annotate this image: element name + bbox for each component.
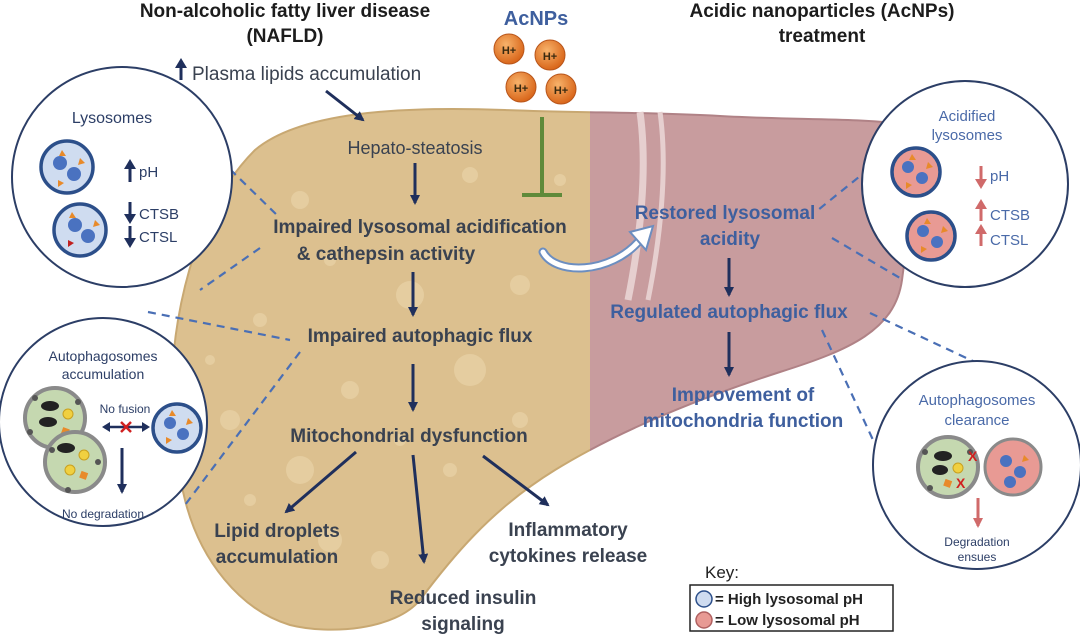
autophagosomes-clearance-panel: Autophagosomes clearance X X Degradation… [872,360,1080,570]
lysosome-high-ph [39,139,95,195]
nanoparticle: H+ [545,73,577,105]
inflam-text-1: Inflammatory [508,520,628,541]
impaired-acid-text-2: & cathepsin activity [297,244,476,265]
up-arrow-icon [975,199,987,221]
treatment-title-line1: Acidic nanoparticles (AcNPs) [689,1,954,22]
down-arrow-icon [124,226,136,248]
down-arrow-icon [975,166,987,189]
impaired-flux-text: Impaired autophagic flux [308,326,533,347]
arrow-mito-inflam [482,454,550,507]
key-title: Key: [705,563,739,582]
up-arrow-icon [175,58,187,80]
nanoparticle: H+ [493,33,525,65]
acid-ph-label: pH [990,168,1009,185]
nanoparticle: H+ [534,39,566,71]
up-arrow-icon [975,224,987,246]
treatment-title-line2: treatment [779,26,866,47]
ctsb-label: CTSB [139,206,179,223]
degradation-label-1: Degradation [944,535,1009,549]
acidified-lysosomes-panel: Acidified lysosomes pH CTSB CTSL [861,80,1069,288]
nafld-title-line1: Non-alcoholic fatty liver disease [140,1,430,22]
liver-illustration [170,107,912,631]
auto-left-title-1: Autophagosomes [49,348,158,364]
fat-droplets [205,167,566,569]
ctsl-label: CTSL [139,229,177,246]
key-box [689,584,894,632]
nafld-title-line2: (NAFLD) [246,26,323,47]
autophagosome [916,435,980,499]
key-low-label: = Low lysosomal pH [715,612,860,629]
no-fusion-arrowhead [142,422,150,432]
improve-text-2: mitochondria function [643,411,844,432]
lysosome-low-ph [905,210,957,262]
acid-ctsb-label: CTSB [990,207,1030,224]
autophagosome [43,430,107,494]
restored-text-1: Restored lysosomal [635,203,816,224]
auto-right-title-1: Autophagosomes [919,392,1036,409]
acnps-label: AcNPs [504,8,568,30]
liver-right-lobe [590,111,912,452]
regulated-text: Regulated autophagic flux [610,302,848,323]
degradation-label-2: ensues [958,550,997,564]
insulin-text-1: Reduced insulin [390,588,537,609]
inhibition-bar-icon [522,117,562,197]
acidified-title-2: lysosomes [932,127,1003,144]
lysosomes-title: Lysosomes [72,110,152,127]
no-degradation-label: No degradation [62,507,144,521]
ph-label: pH [139,164,158,181]
arrow-plasma-steatosis [325,89,365,122]
svg-text:X: X [956,475,966,491]
svg-text:X: X [968,448,978,464]
acnps-nanoparticles: H+ H+ H+ H+ [493,33,577,105]
up-arrow-icon [124,159,136,182]
insulin-text-2: signaling [421,614,504,635]
plasma-lipids-text: Plasma lipids accumulation [192,64,421,85]
impaired-acid-text-1: Impaired lysosomal acidification [273,217,567,238]
key-high-label: = High lysosomal pH [715,591,863,608]
lysosome-high-ph [52,202,108,258]
mito-text: Mitochondrial dysfunction [290,426,528,447]
inflam-text-2: cytokines release [489,546,647,567]
lipid-text-2: accumulation [216,547,338,568]
curved-arrow-restore [538,224,655,273]
no-fusion-cross-icon [120,421,132,433]
lysosome-low-ph [983,437,1043,497]
no-fusion-label: No fusion [100,402,151,416]
acid-ctsl-label: CTSL [990,232,1028,249]
lysosomes-panel: Lysosomes pH CTSB CTSL [11,66,233,288]
auto-left-title-2: accumulation [62,366,145,382]
high-ph-swatch [695,590,713,608]
acidified-title-1: Acidified [939,108,996,125]
auto-right-title-2: clearance [944,412,1009,429]
liver-ligament-2 [645,111,666,301]
autophagosomes-accumulation-panel: Autophagosomes accumulation No fusion [0,317,208,527]
degraded-cross-icon: X X [956,448,978,491]
lysosome-low-ph [890,146,942,198]
no-fusion-arrowhead [102,422,110,432]
nanoparticle: H+ [505,71,537,103]
arrow-mito-insulin [411,454,429,564]
nanoparticle-label: H+ [502,45,516,57]
steatosis-text: Hepato-steatosis [347,138,482,158]
down-arrow-icon [124,202,136,224]
improve-text-1: Improvement of [672,385,815,406]
restored-text-2: acidity [700,229,761,250]
low-ph-swatch [695,611,713,629]
nanoparticle-label: H+ [554,85,568,97]
lipid-text-1: Lipid droplets [214,521,340,542]
nanoparticle-label: H+ [514,83,528,95]
arrow-mito-lipid [284,450,357,514]
lysosome-high-ph [151,402,203,454]
nanoparticle-label: H+ [543,51,557,63]
key-legend: Key: = High lysosomal pH = Low lysosomal… [689,563,894,632]
liver-ligament [624,111,647,301]
